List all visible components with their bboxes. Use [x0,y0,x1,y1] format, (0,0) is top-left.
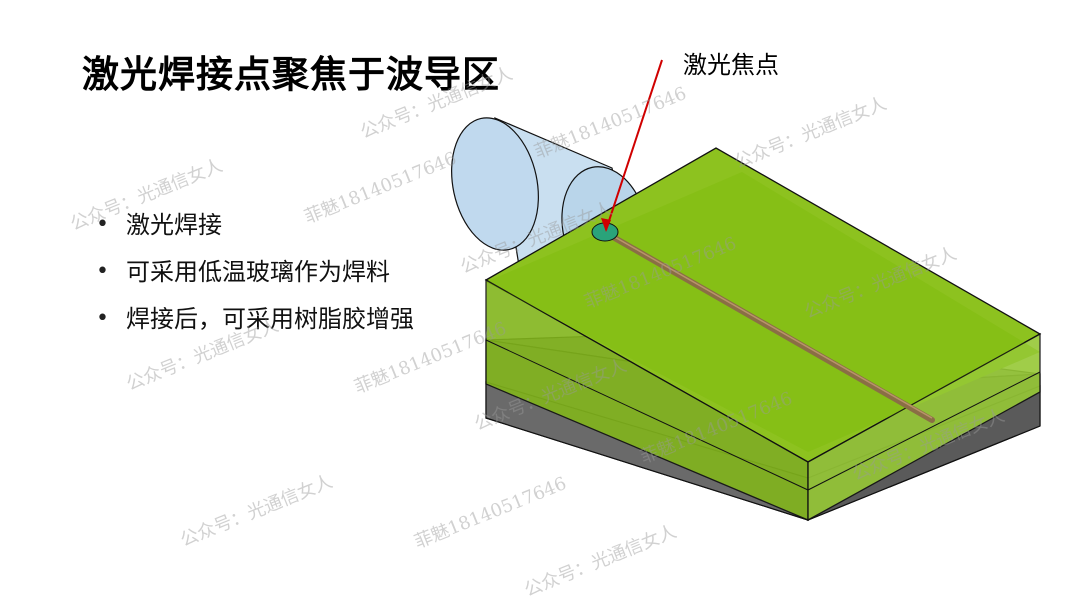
bullet-dot: • [96,259,109,284]
bullet-dot: • [96,212,109,237]
waveguide-line [603,230,935,423]
bullet-text: 焊接后，可采用树脂胶增强 [126,305,414,333]
laser-pointer-arrowhead [601,218,611,232]
bullet-text: 激光焊接 [126,211,222,239]
waveguide-highlight [605,231,933,419]
bullet-item: • 可采用低温玻璃作为焊料 [94,252,414,299]
fiber-back-end [451,117,539,251]
bullet-item: • 焊接后，可采用树脂胶增强 [94,299,414,346]
chip-right-face [807,332,1041,522]
bullet-dot: • [96,306,109,331]
page-title: 激光焊接点聚焦于波导区 [82,53,500,96]
laser-pointer-line [605,59,663,231]
bullet-text: 可采用低温玻璃作为焊料 [126,258,390,286]
chip-layer-line-right [807,371,1041,491]
laser-focus-label: 激光焦点 [683,51,779,79]
bullet-item: • 激光焊接 [94,205,414,252]
chip-layer-line [485,339,809,491]
bullet-list: • 激光焊接 • 可采用低温玻璃作为焊料 • 焊接后，可采用树脂胶增强 [94,205,414,346]
